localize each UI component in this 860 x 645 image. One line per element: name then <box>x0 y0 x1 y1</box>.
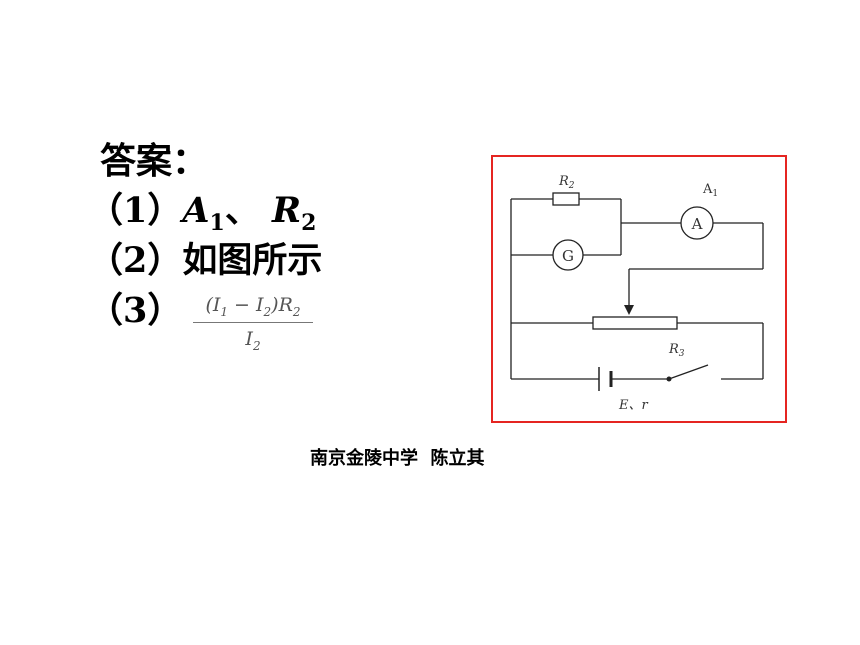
answer-item-3: （3） (I1 − I2)R2 I2 <box>88 286 480 353</box>
item-1-separator: 、 <box>224 190 260 231</box>
answer-block: 答案： （1）A1、 R2 （2）如图所示 （3） (I1 − I2)R2 I2 <box>88 136 480 353</box>
formula-close-paren: ) <box>271 294 279 316</box>
answer-item-1: （1）A1、 R2 <box>88 186 480 236</box>
ammeter-icon <box>680 206 714 240</box>
item-1-ammeter-sub: 1 <box>209 210 225 236</box>
item-2-number: （2） <box>88 240 183 281</box>
resistor-r2 <box>552 192 580 206</box>
formula-i2: I <box>256 294 264 316</box>
formula-numerator: (I1 − I2)R2 <box>193 292 313 320</box>
formula-minus: − <box>228 294 257 316</box>
item-1-number: （1） <box>88 190 183 231</box>
item-2-text: 如图所示 <box>182 240 323 281</box>
circuit-wires <box>510 198 764 380</box>
r2-label: R2 <box>558 174 575 191</box>
circuit-diagram: G A R2 A1 R3 E、r <box>510 174 764 413</box>
r2-sub: 2 <box>568 181 575 191</box>
a1-label: A1 <box>702 182 718 199</box>
item-1-resistor-sub: 2 <box>301 210 317 236</box>
item-1-resistor: R <box>272 190 302 231</box>
answer-heading: 答案： <box>100 140 209 182</box>
a1-sub: 1 <box>712 189 718 199</box>
galvanometer-icon <box>552 239 584 271</box>
slider-arrow-icon <box>624 305 634 315</box>
a1-letter: A <box>702 182 713 197</box>
formula-i1-sub: 1 <box>220 305 229 319</box>
formula-r-sub: 2 <box>292 305 301 319</box>
rheostat-r3 <box>592 316 678 330</box>
formula-den-i: I <box>245 328 253 350</box>
source-label: E、r <box>618 398 648 413</box>
ammeter-symbol: A <box>691 215 703 233</box>
formula-open-paren: ( <box>205 294 213 316</box>
r3-sub: 3 <box>679 349 685 359</box>
switch-blade <box>668 364 709 380</box>
formula-i1: I <box>212 294 221 316</box>
formula-den-sub: 2 <box>252 339 261 353</box>
answer-item-2: （2）如图所示 <box>88 236 480 286</box>
r3-label: R3 <box>668 342 685 359</box>
formula-i2-sub: 2 <box>263 305 272 319</box>
formula-r: R <box>278 294 293 316</box>
formula-denominator: I2 <box>193 327 313 353</box>
fraction-bar <box>193 322 313 323</box>
item-1-ammeter: A <box>182 190 210 231</box>
author-caption: 南京金陵中学 陈立其 <box>310 448 485 469</box>
r2-letter: R <box>558 174 569 189</box>
formula: (I1 − I2)R2 I2 <box>193 292 313 353</box>
circuit-diagram-frame: G A R2 A1 R3 E、r <box>491 155 787 423</box>
switch-pivot <box>666 376 672 382</box>
galvanometer-symbol: G <box>562 247 574 265</box>
r3-letter: R <box>668 342 679 357</box>
item-3-number: （3） <box>88 290 183 331</box>
